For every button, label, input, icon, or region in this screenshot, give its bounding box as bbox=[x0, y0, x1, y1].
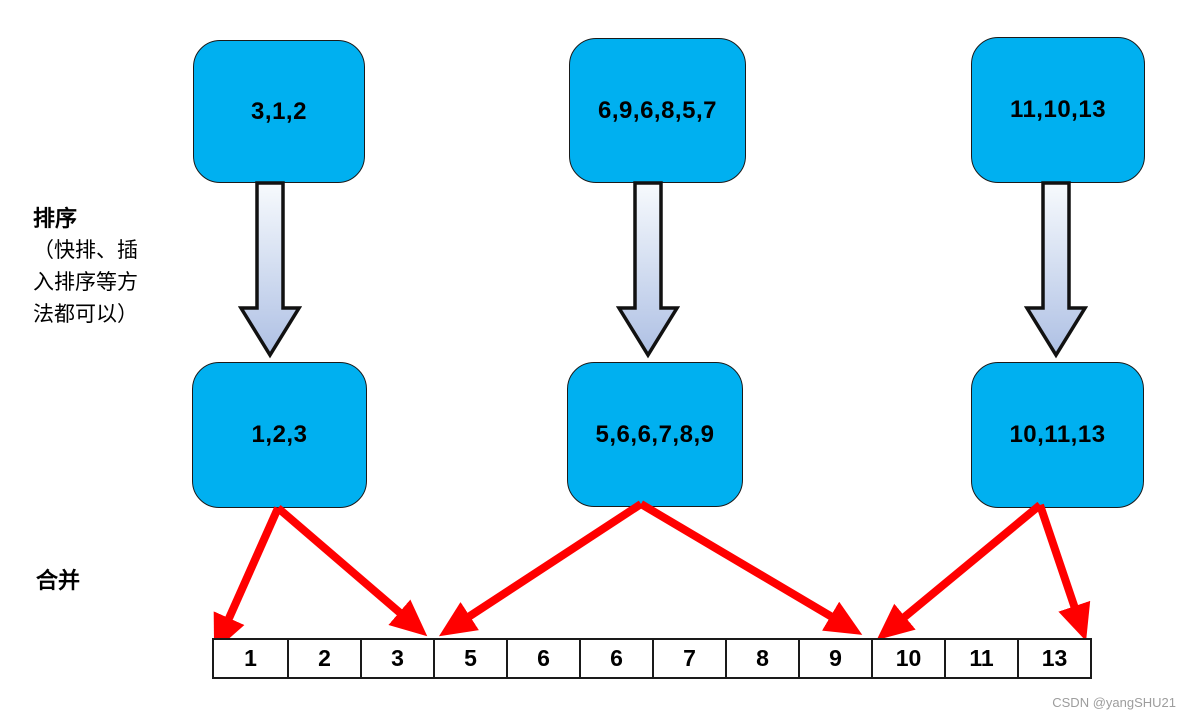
sort-down-arrow-1 bbox=[238, 181, 302, 359]
sort-step-note: （快排、插 入排序等方 法都可以） bbox=[33, 239, 138, 326]
sort-down-arrow-3 bbox=[1024, 181, 1088, 359]
merge-arrow-left-3 bbox=[876, 501, 1043, 641]
merge-arrow-right-1 bbox=[275, 504, 428, 637]
merge-arrow-right-2 bbox=[638, 500, 863, 635]
merge-step-label: 合并 bbox=[36, 568, 81, 593]
merged-array: 1 2 3 5 6 6 7 8 9 10 11 13 bbox=[212, 638, 1092, 679]
merged-array-cell: 7 bbox=[652, 640, 725, 677]
unsorted-group-box-2: 6,9,6,8,5,7 bbox=[569, 38, 746, 183]
sort-down-arrow-2 bbox=[616, 181, 680, 359]
sorted-group-box-3: 10,11,13 bbox=[971, 362, 1144, 508]
sort-step-label: 排序 （快排、插 入排序等方 法都可以） bbox=[33, 203, 173, 331]
merge-arrow-right-3 bbox=[1036, 503, 1091, 642]
csdn-watermark: CSDN @yangSHU21 bbox=[1052, 695, 1176, 710]
merge-arrow-left-2 bbox=[438, 500, 644, 637]
merged-array-cell: 3 bbox=[360, 640, 433, 677]
merged-array-cell: 9 bbox=[798, 640, 871, 677]
sort-step-title: 排序 bbox=[33, 206, 78, 231]
merged-array-cell: 11 bbox=[944, 640, 1017, 677]
merged-array-cell: 2 bbox=[287, 640, 360, 677]
sorted-group-box-2: 5,6,6,7,8,9 bbox=[567, 362, 743, 507]
merged-array-cell: 6 bbox=[579, 640, 652, 677]
unsorted-group-box-3: 11,10,13 bbox=[971, 37, 1145, 183]
sorted-group-box-1: 1,2,3 bbox=[192, 362, 367, 508]
merged-array-cell: 1 bbox=[244, 645, 257, 671]
merged-array-cell: 8 bbox=[725, 640, 798, 677]
unsorted-group-box-1: 3,1,2 bbox=[193, 40, 365, 183]
merged-array-cell: 5 bbox=[433, 640, 506, 677]
merged-array-cell: 13 bbox=[1017, 640, 1090, 677]
merge-arrow-left-1 bbox=[213, 506, 282, 652]
merged-array-cell: 10 bbox=[871, 640, 944, 677]
merged-array-cell: 6 bbox=[506, 640, 579, 677]
